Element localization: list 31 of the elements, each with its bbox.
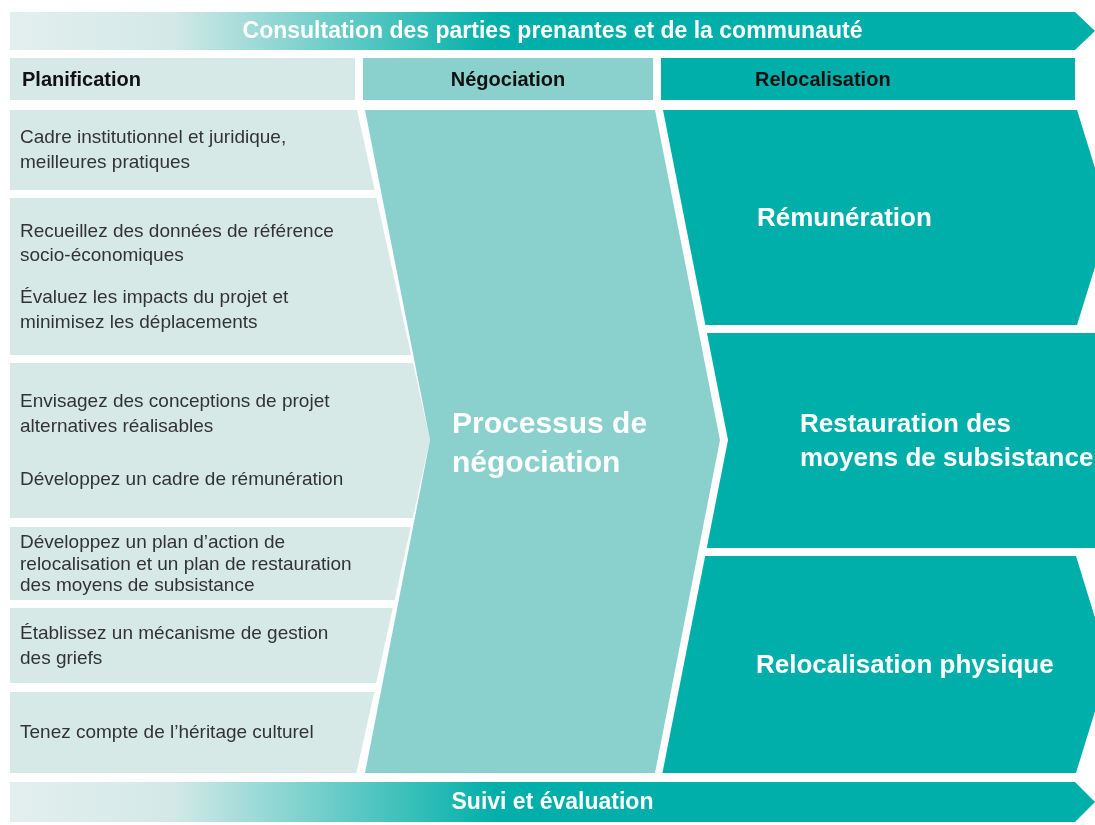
chevron-text: Processus de négociation: [452, 404, 649, 480]
header-text: Relocalisation: [755, 67, 892, 92]
chevron-shape: [706, 333, 1095, 548]
chevron-shape: [662, 556, 1095, 773]
banner-title: Suivi et évaluation: [450, 787, 655, 817]
column-header: [10, 58, 355, 100]
banner-band: [10, 782, 1095, 822]
chevron-text: Restauration des moyens de subsistance: [800, 406, 1095, 474]
step-text: Recueillez des données de référence socio-économiques: [20, 218, 335, 268]
step-text: Tenez compte de l’héritage culturel: [20, 720, 315, 745]
step-text: Évaluez les impacts du projet et minimisez les déplacements: [20, 285, 290, 334]
chevron-shape: [663, 110, 1095, 325]
step-box: [10, 608, 395, 683]
step-text: Envisagez des conceptions de projet alternatives réalisables: [20, 389, 331, 438]
chevron-text: Rémunération: [757, 200, 933, 234]
step-box: [10, 692, 377, 773]
step-box: [10, 110, 377, 190]
step-box: [10, 527, 413, 600]
chevron-text: Relocalisation physique: [756, 647, 1055, 681]
banner-title: Consultation des parties prenantes et de la communauté: [241, 16, 864, 46]
step-text: Développez un cadre de rémunération: [20, 467, 345, 492]
step-text: Cadre institutionnel et juridique, meilleures pratiques: [20, 125, 288, 174]
step-text: Établissez un mécanisme de gestion des griefs: [20, 620, 330, 670]
step-box: [10, 198, 414, 355]
header-text: Négociation: [449, 67, 567, 92]
step-box: [10, 363, 430, 518]
column-header: [363, 58, 653, 100]
column-header: [661, 58, 1075, 100]
banner-band: [10, 12, 1095, 50]
header-text: Planification: [22, 67, 142, 92]
step-text: Développez un plan d’action de relocalisation et un plan de restauration des moyens de subsistance: [20, 530, 353, 597]
